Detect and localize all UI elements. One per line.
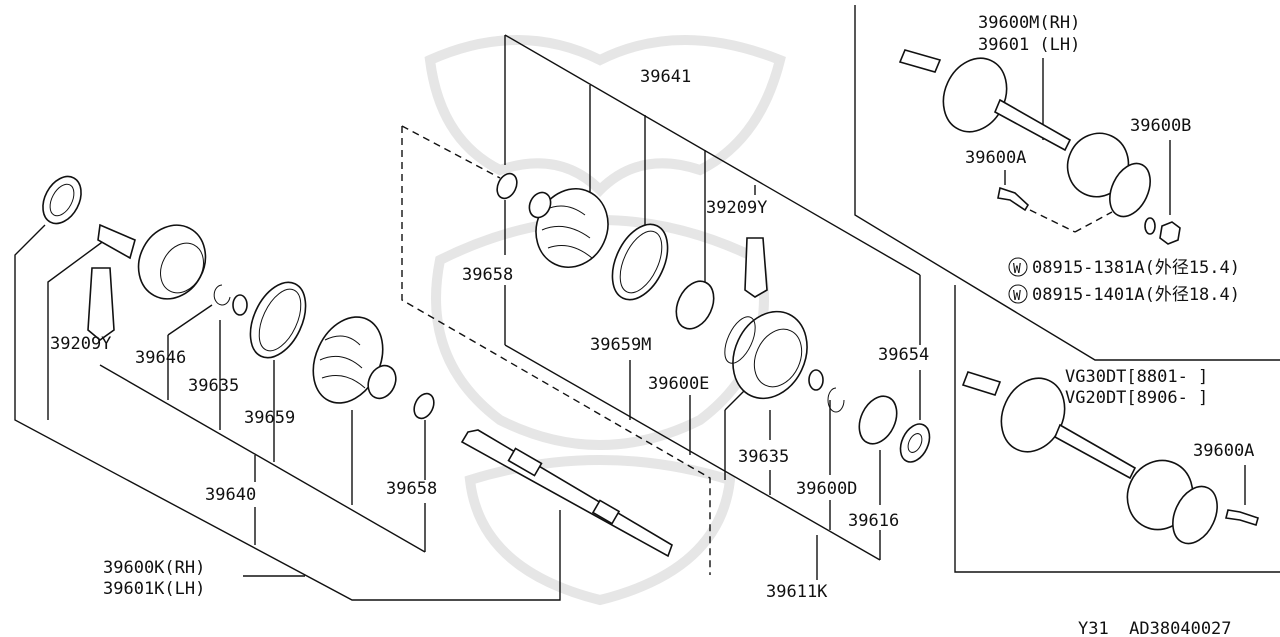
label-39601: 39601 (LH) xyxy=(978,35,1080,55)
grease-tube-mid xyxy=(744,237,768,298)
engine-label-vg20dt: VG20DT[8906- ] xyxy=(1065,388,1208,408)
nut-top xyxy=(1159,221,1181,245)
complete-shaft-top xyxy=(854,5,1280,361)
drive-shaft xyxy=(460,429,673,558)
o-ring xyxy=(675,280,715,330)
boot-band xyxy=(249,281,307,359)
dashed-frame xyxy=(401,126,711,575)
boot xyxy=(312,316,397,404)
shaft-assembly-top xyxy=(898,49,1151,218)
label-08915-1381A: 08915-1381A(外径15.4) xyxy=(1032,258,1240,278)
inner-joint-housing xyxy=(724,310,808,400)
washer xyxy=(899,423,931,463)
label-39658-left: 39658 xyxy=(386,479,437,499)
grease-tube xyxy=(87,267,115,342)
snap-ring-mid xyxy=(808,369,824,391)
label-39600B: 39600B xyxy=(1130,116,1191,136)
engine-label-vg30dt: VG30DT[8801- ] xyxy=(1065,367,1208,387)
w-symbol-2: W xyxy=(1013,289,1021,304)
label-39635-left: 39635 xyxy=(188,376,239,396)
label-39616: 39616 xyxy=(848,511,899,531)
label-39600M: 39600M(RH) xyxy=(978,13,1080,33)
washer-spec-2: W 08915-1401A(外径18.4) xyxy=(1008,284,1240,305)
label-39209Y-mid: 39209Y xyxy=(706,198,767,218)
small-band-inner xyxy=(496,172,518,200)
bolt-bottom xyxy=(1225,509,1259,527)
label-39658-mid: 39658 xyxy=(462,265,513,285)
label-39654: 39654 xyxy=(878,345,929,365)
bolt-top xyxy=(997,186,1030,212)
outer-cv-joint xyxy=(97,223,207,300)
oil-seal xyxy=(858,395,898,445)
inner-boot xyxy=(528,188,609,268)
labels: 39641 39600M(RH) 39601 (LH) 39600B 39600… xyxy=(50,13,1254,637)
label-39209Y-left: 39209Y xyxy=(50,334,111,354)
label-39641: 39641 xyxy=(640,67,691,87)
label-39635-mid: 39635 xyxy=(738,447,789,467)
label-39659: 39659 xyxy=(244,408,295,428)
footer-code: Y31 AD38040027 xyxy=(1078,619,1232,637)
label-39601K: 39601K(LH) xyxy=(103,579,205,599)
circlip-mid xyxy=(827,387,845,413)
watermark xyxy=(424,35,786,606)
label-39600A-top: 39600A xyxy=(965,148,1026,168)
seal-ring xyxy=(42,175,82,225)
label-39646: 39646 xyxy=(135,348,186,368)
label-39600A-bottom: 39600A xyxy=(1193,441,1254,461)
label-39611K: 39611K xyxy=(766,582,828,602)
shaft-assembly-bottom xyxy=(961,371,1218,545)
small-boot-band xyxy=(413,392,435,420)
circlip xyxy=(213,284,231,306)
left-outer-joint-group xyxy=(14,175,561,601)
label-39640: 39640 xyxy=(205,485,256,505)
label-39600E: 39600E xyxy=(648,374,709,394)
w-symbol-1: W xyxy=(1013,262,1021,277)
inner-joint-group xyxy=(496,34,931,580)
label-08915-1401A: 08915-1401A(外径18.4) xyxy=(1032,285,1240,305)
label-39659M: 39659M xyxy=(590,335,651,355)
large-boot-band xyxy=(611,223,669,301)
label-39600D: 39600D xyxy=(796,479,857,499)
complete-shaft-bottom xyxy=(954,285,1280,573)
washer-top xyxy=(1144,217,1156,235)
washer-spec-1: W 08915-1381A(外径15.4) xyxy=(1008,257,1240,278)
snap-ring xyxy=(232,294,248,316)
label-39600K: 39600K(RH) xyxy=(103,558,205,578)
